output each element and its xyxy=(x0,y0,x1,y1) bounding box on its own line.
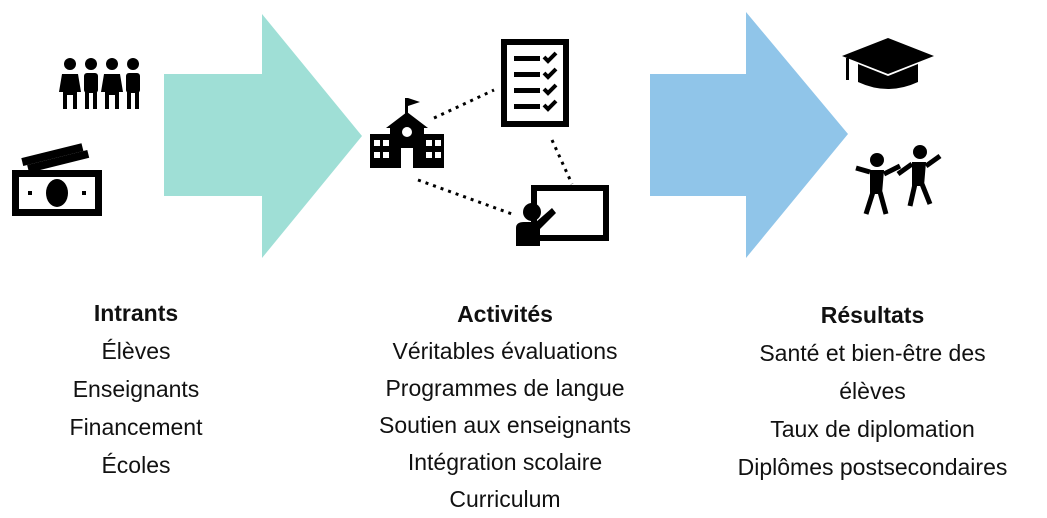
celebrating-students-icon xyxy=(855,145,942,215)
inputs-title: Intrants xyxy=(93,300,179,326)
activities-item: Curriculum xyxy=(449,486,561,512)
dotted-connectors xyxy=(417,88,574,216)
teacher-board-icon xyxy=(516,185,609,246)
money-icon xyxy=(12,143,102,216)
inputs-item: Élèves xyxy=(101,338,171,364)
activities-item: Soutien aux enseignants xyxy=(379,412,631,438)
inputs-column: Intrants Élèves Enseignants Financement … xyxy=(36,294,236,484)
activities-item: Intégration scolaire xyxy=(407,449,603,475)
outcomes-item: élèves xyxy=(839,378,906,404)
arrow-inputs-to-activities xyxy=(164,14,362,258)
arrow-activities-to-outcomes xyxy=(650,12,848,258)
activities-item: Véritables évaluations xyxy=(392,338,618,364)
activities-item: Programmes de langue xyxy=(385,375,625,401)
outcomes-item: Taux de diplomation xyxy=(770,416,975,442)
outcomes-item: Diplômes postsecondaires xyxy=(737,454,1008,480)
diagram-graphics xyxy=(12,12,942,258)
inputs-item: Écoles xyxy=(101,452,171,478)
inputs-item: Financement xyxy=(69,414,203,440)
outcomes-title: Résultats xyxy=(820,302,925,328)
graduation-cap-icon xyxy=(842,38,934,89)
activities-column: Activités Véritables évaluations Program… xyxy=(340,296,670,518)
outcomes-item: Santé et bien-être des xyxy=(759,340,986,366)
activities-title: Activités xyxy=(457,301,553,327)
people-group-icon xyxy=(59,58,140,109)
inputs-item: Enseignants xyxy=(72,376,200,402)
checklist-icon xyxy=(501,39,569,127)
outcomes-column: Résultats Santé et bien-être des élèves … xyxy=(700,296,1045,486)
school-icon xyxy=(370,98,444,168)
